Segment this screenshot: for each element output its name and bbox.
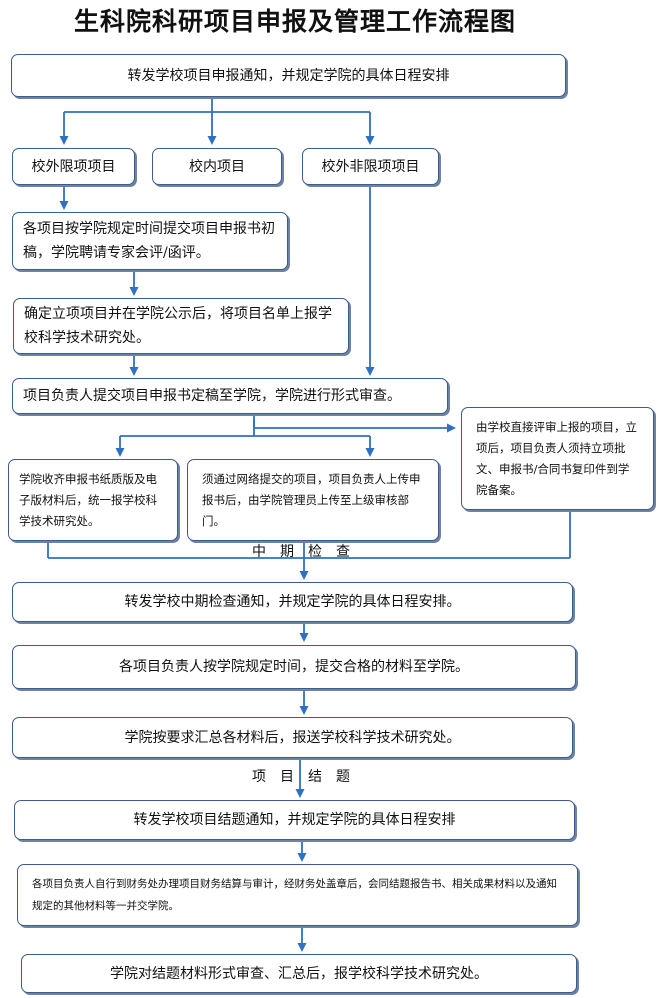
step-ext-unlimited: 校外非限项项目 xyxy=(302,148,439,185)
step-paper-collect: 学院收齐申报书纸质版及电子版材料后，统一报学校科学技术研究处。 xyxy=(8,459,178,541)
step-confirm: 确定立项项目并在学院公示后，将项目名单上报学校科学技术研究处。 xyxy=(13,298,349,354)
phase-label-midterm: 中期检查 xyxy=(252,544,364,560)
page-title: 生科院科研项目申报及管理工作流程图 xyxy=(73,7,516,36)
step-closing-notify: 转发学校项目结题通知，并规定学院的具体日程安排 xyxy=(14,800,575,840)
step-school-review: 由学校直接评审上报的项目，立项后，项目负责人须持立项批文、申报书/合同书复印件到… xyxy=(461,407,654,510)
step-ext-limited: 校外限项项目 xyxy=(12,148,135,185)
phase-label-closing: 项目结题 xyxy=(252,769,364,785)
step-internal: 校内项目 xyxy=(152,148,282,185)
step-midterm-submit: 各项目负责人按学院规定时间，提交合格的材料至学院。 xyxy=(12,645,576,689)
step-midterm-notify: 转发学校中期检查通知，并规定学院的具体日程安排。 xyxy=(12,582,573,622)
step-submit-draft: 各项目按学院规定时间提交项目申报书初稿，学院聘请专家会评/函评。 xyxy=(12,212,288,270)
step-notify: 转发学校项目申报通知，并规定学院的具体日程安排 xyxy=(11,54,566,97)
step-final-submit: 项目负责人提交项目申报书定稿至学院，学院进行形式审查。 xyxy=(12,378,448,414)
step-midterm-report: 学院按要求汇总各材料后，报送学校科学技术研究处。 xyxy=(12,717,573,758)
step-closing-submit: 各项目负责人自行到财务处办理项目财务结算与审计，经财务处盖章后，会同结题报告书、… xyxy=(17,864,578,926)
step-online-submit: 须通过网络提交的项目，项目负责人上传申报书后，由学院管理员上传至上级审核部门。 xyxy=(187,459,439,541)
step-closing-report: 学院对结题材料形式审查、汇总后，报学校科学技术研究处。 xyxy=(21,954,577,993)
